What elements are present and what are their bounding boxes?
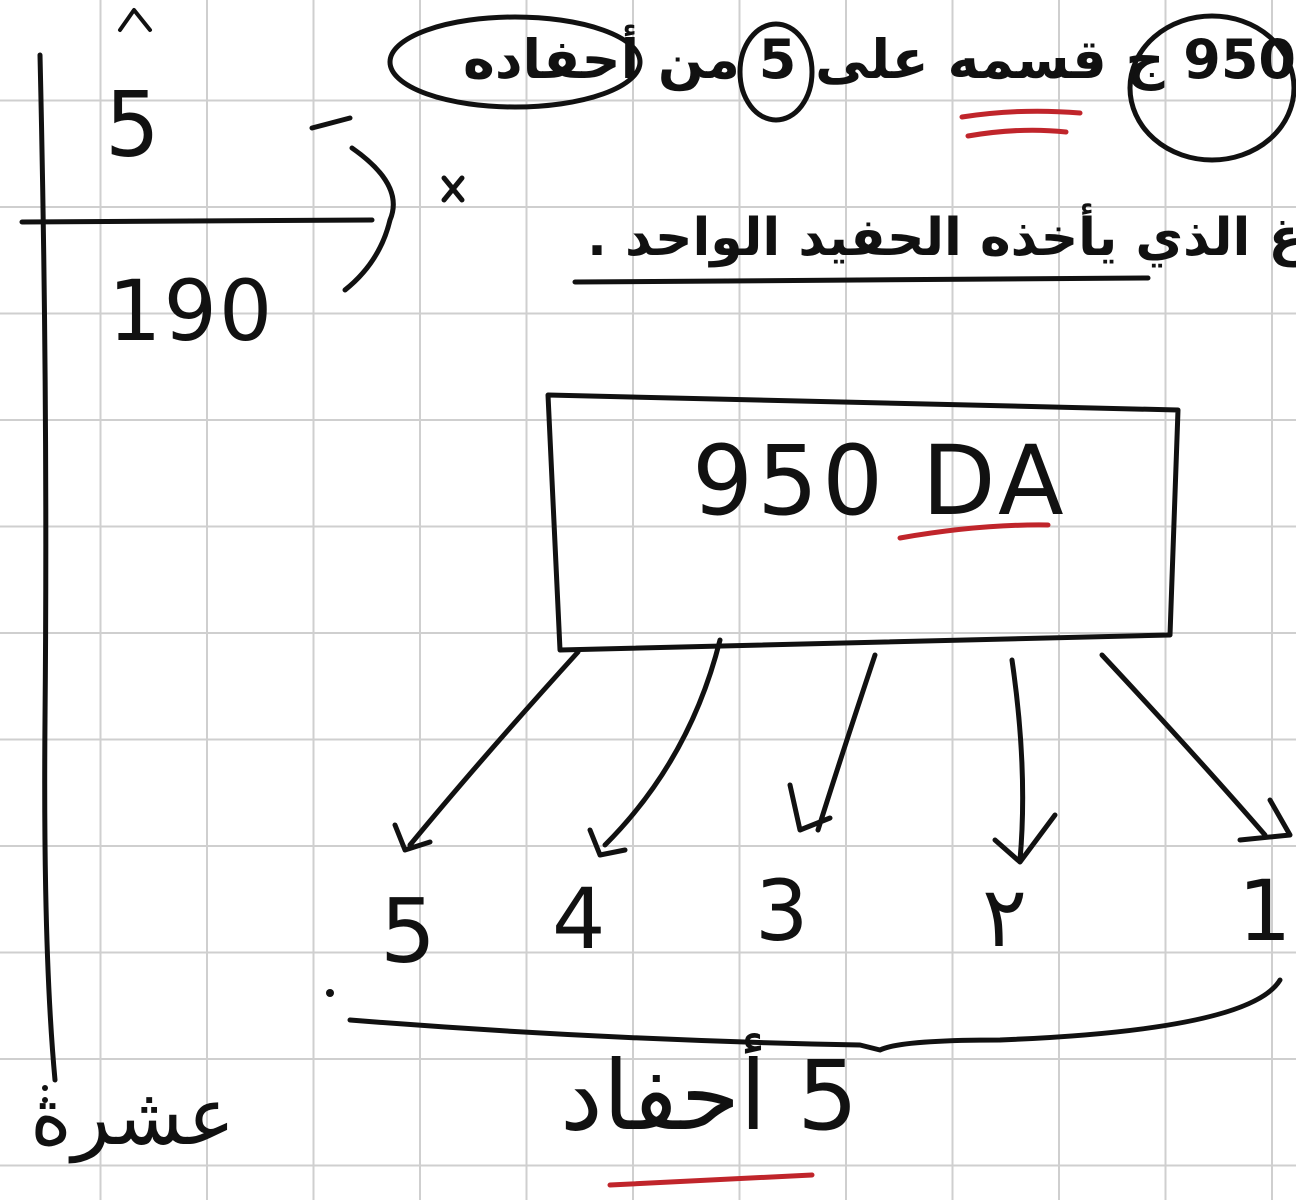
grandchild-label-1: 1: [1238, 862, 1292, 960]
division-divisor: 5: [105, 72, 160, 178]
arrow-to-1: [1099, 652, 1293, 843]
arrow-to-4: [587, 637, 723, 858]
circle-5: [737, 21, 815, 123]
division-quotient: 190: [108, 262, 275, 360]
arrow-to-5: [392, 649, 581, 853]
red-underline-da: [897, 522, 1051, 541]
division-horizontal-line: [19, 217, 375, 225]
grandchildren-count-label: 5 أحفاد: [560, 1040, 859, 1152]
arrow-to-3: [787, 652, 878, 833]
brace-under: [347, 977, 1283, 1053]
grandchild-label-5: 5: [380, 880, 436, 983]
circle-950: [1127, 13, 1296, 163]
dot: [326, 989, 334, 997]
underline-line-2: [572, 275, 1151, 285]
dot: [42, 1085, 48, 1091]
division-vertical-line: [37, 52, 58, 1083]
red-underline-verb: [959, 108, 1083, 139]
arrow-to-2: [992, 657, 1058, 865]
division-hat: [118, 8, 152, 32]
problem-line-1: 950 ج قسمه على 5 من أحفاده: [462, 28, 1296, 91]
grandchild-label-2: ٢: [982, 868, 1028, 966]
grandchild-label-4: 4: [552, 870, 606, 968]
grandchild-label-3: 3: [755, 862, 809, 960]
side-note: عشرة: [30, 1070, 236, 1163]
box-amount: 950 DA: [692, 425, 1068, 537]
circle-grandchildren-word: [387, 14, 643, 110]
red-underline-label: [607, 1172, 815, 1188]
money-box: [545, 392, 1181, 653]
dot: [42, 1097, 48, 1103]
bracket-times: [309, 115, 465, 293]
problem-line-2: غ الذي يأخذه الحفيد الواحد .: [587, 208, 1296, 268]
